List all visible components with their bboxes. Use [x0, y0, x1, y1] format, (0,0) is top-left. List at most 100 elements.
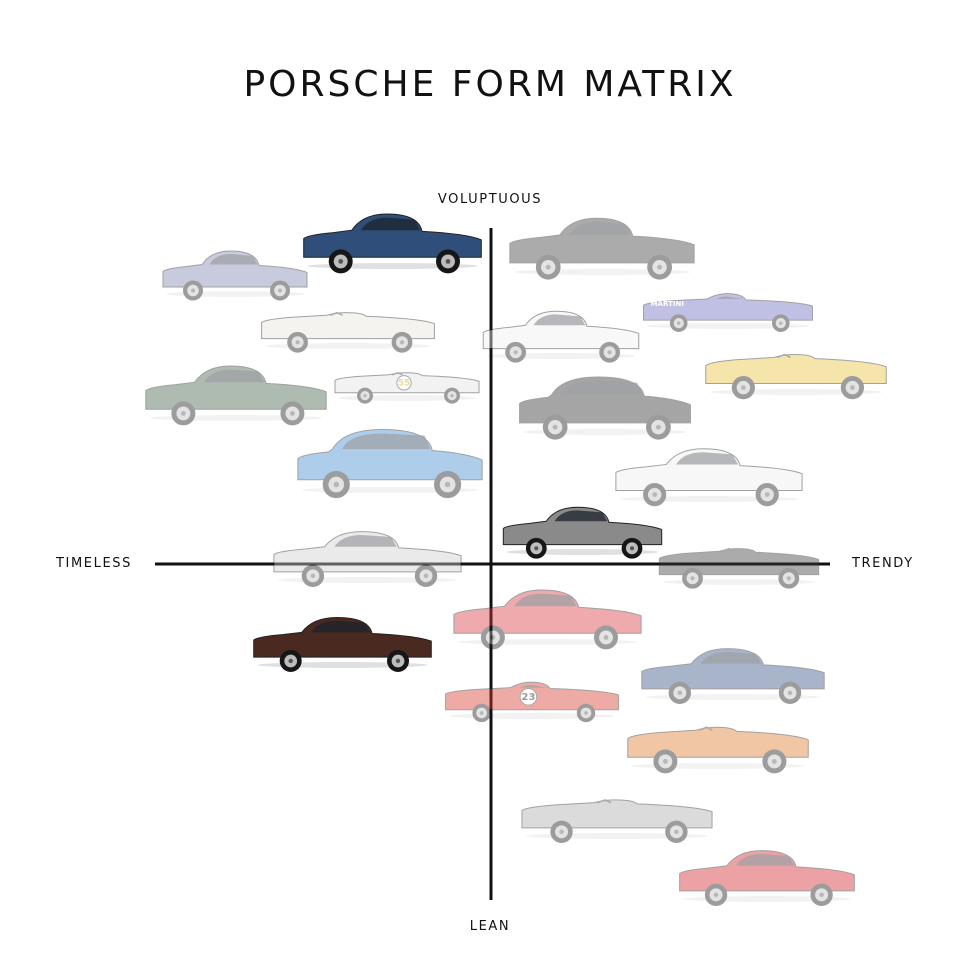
- car-hub: [741, 385, 746, 390]
- car-rim: [658, 754, 673, 769]
- car-rim: [652, 259, 667, 275]
- car-windshield: [698, 726, 713, 731]
- car-rim: [187, 284, 199, 297]
- car-hub: [423, 573, 429, 579]
- car-wheel: [778, 567, 800, 589]
- car-hub: [278, 288, 282, 293]
- car-shadow: [709, 389, 883, 395]
- car-rim: [306, 569, 320, 583]
- car-shadow: [647, 323, 809, 329]
- car-hub: [772, 759, 777, 764]
- car-windshield: [722, 547, 735, 552]
- car-356-coupe-blue: [303, 213, 482, 274]
- car-body: [453, 589, 642, 634]
- car-wheel: [301, 564, 325, 588]
- car-body: [445, 681, 619, 711]
- car-shadow: [683, 896, 851, 902]
- car-hub: [444, 481, 451, 488]
- car-wheel: [535, 254, 561, 280]
- car-rim: [476, 707, 487, 719]
- car-hub: [310, 573, 316, 579]
- car-rim: [669, 825, 683, 839]
- car-shadow: [301, 487, 479, 493]
- car-rim: [360, 390, 370, 401]
- car-wheel: [810, 883, 833, 907]
- car-wheel: [594, 625, 618, 650]
- car-wheel: [542, 414, 568, 440]
- car-roundel: [519, 688, 538, 706]
- car-body: [521, 799, 713, 829]
- car-windshield: [329, 311, 343, 316]
- car-hub: [657, 264, 663, 270]
- car-wheel: [772, 314, 790, 332]
- car-macan-blue: [297, 428, 483, 499]
- car-wheel: [669, 314, 688, 332]
- page-title: PORSCHE FORM MATRIX: [243, 64, 737, 105]
- car-shadow: [631, 763, 805, 769]
- car-hub: [786, 576, 791, 581]
- car-hub: [445, 259, 451, 264]
- car-hub: [333, 481, 339, 488]
- car-wheel: [357, 387, 373, 404]
- car-hub: [295, 340, 300, 345]
- car-rim: [673, 686, 687, 700]
- car-wheel: [643, 483, 667, 507]
- car-wheel: [646, 414, 671, 440]
- car-window: [204, 369, 265, 383]
- car-wheel: [778, 681, 802, 705]
- car-window: [209, 254, 258, 265]
- car-rim: [673, 318, 684, 329]
- car-window: [715, 296, 744, 299]
- axis-label-top: VOLUPTUOUS: [437, 192, 543, 207]
- car-shadow: [619, 496, 799, 502]
- car-928-blue: [641, 648, 825, 705]
- car-wheel: [682, 567, 703, 589]
- car-918-spyder-silver: [521, 799, 713, 844]
- car-window: [334, 534, 397, 547]
- car-hub: [819, 892, 824, 898]
- car-rim: [686, 572, 699, 585]
- car-wheel: [576, 703, 596, 723]
- car-944-red: [679, 850, 855, 907]
- car-shadow: [662, 579, 816, 585]
- car-body: [519, 376, 691, 424]
- car-shadow: [486, 353, 636, 359]
- car-body: [261, 312, 435, 340]
- car-wheel: [665, 820, 688, 844]
- car-shadow: [645, 694, 821, 700]
- car-rim: [555, 825, 569, 839]
- axis-label-right: TRENDY: [852, 556, 914, 571]
- car-991-black: [509, 217, 695, 280]
- car-hub: [607, 350, 612, 355]
- car-hub: [552, 424, 558, 430]
- car-911-turbo-white: [482, 310, 640, 363]
- car-shadow: [338, 395, 476, 401]
- car-body: [502, 506, 663, 546]
- car-hub: [290, 411, 295, 416]
- car-wheel: [270, 280, 290, 301]
- car-hub: [399, 340, 405, 345]
- car-rim: [736, 380, 751, 395]
- car-hub: [513, 350, 518, 355]
- car-body: [145, 365, 327, 410]
- car-911-silver-modern: [273, 531, 462, 588]
- car-windshield: [776, 353, 791, 359]
- car-356-speedster-cream: [261, 311, 435, 353]
- car-wheel: [704, 883, 728, 907]
- car-hub: [713, 892, 719, 898]
- car-wheel: [183, 280, 203, 301]
- car-shadow: [513, 269, 691, 275]
- car-body: [162, 250, 308, 288]
- car-shadow: [166, 291, 304, 297]
- car-windshield: [596, 799, 612, 804]
- car-rim: [782, 572, 795, 585]
- car-wheel: [444, 387, 460, 404]
- car-hub: [850, 385, 855, 390]
- car-wheel: [762, 749, 787, 774]
- car-wheel: [322, 470, 350, 499]
- car-body: [658, 548, 820, 576]
- car-body: [643, 293, 813, 321]
- car-rim: [709, 888, 723, 902]
- car-hub: [677, 690, 683, 696]
